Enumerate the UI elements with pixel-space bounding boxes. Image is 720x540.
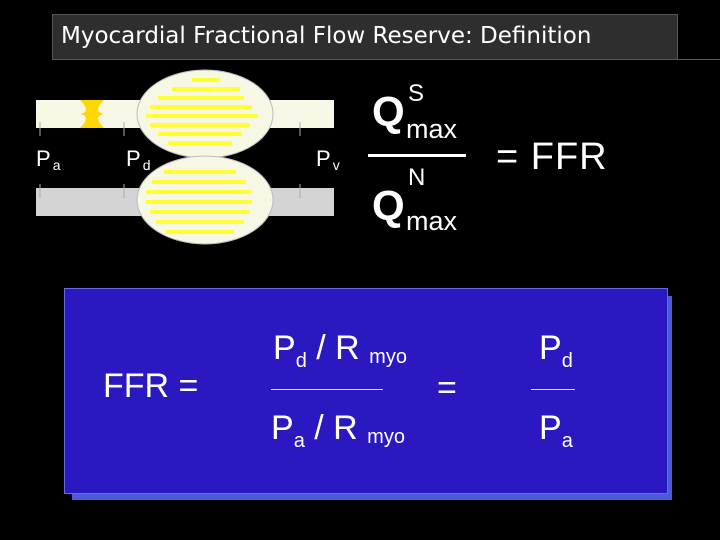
stenosis-lower [80, 114, 104, 128]
pa-label: Pa [36, 146, 60, 173]
pd-label: Pd [126, 146, 150, 173]
q-stenotic: Q [372, 88, 405, 135]
num-p: P [273, 329, 296, 367]
pa-main: P [36, 146, 53, 171]
q-normal: Q [372, 182, 405, 229]
right-fraction-line [531, 389, 575, 390]
normal-myocardium-lines [146, 170, 252, 234]
right-num-sub: d [561, 350, 573, 372]
pv-label: Pv [316, 146, 340, 173]
den-rest: / R [304, 409, 368, 447]
pv-sub: v [332, 157, 340, 173]
q-stenotic-superscript: S [408, 80, 425, 107]
q-fraction-line [368, 154, 466, 157]
stenosis [80, 100, 104, 114]
q-normal-subscript: max [406, 206, 458, 236]
right-den-p: P [539, 409, 562, 447]
num-p-sub: d [295, 350, 307, 372]
right-num-p: P [539, 329, 562, 367]
q-stenotic-subscript: max [406, 114, 458, 144]
num-rest: / R [306, 329, 370, 367]
right-den-sub: a [561, 430, 573, 452]
title-rule [678, 59, 720, 60]
title-box: Myocardial Fractional Flow Reserve: Defi… [52, 14, 678, 60]
den-myo: myo [367, 426, 405, 448]
ffr-label: FFR = [103, 367, 199, 405]
coronary-diagram: Pa Pd Pv Q S max Q N max = FFR [0, 60, 720, 300]
formula-equals: = [437, 369, 457, 407]
vessel-illustration [36, 69, 334, 245]
equals-ffr: = FFR [496, 136, 608, 178]
stenotic-myocardium-lines [146, 78, 258, 145]
slide-title: Myocardial Fractional Flow Reserve: Defi… [61, 23, 592, 49]
right-numerator: Pd [539, 329, 573, 373]
num-myo: myo [369, 346, 407, 368]
pd-main: P [126, 146, 143, 171]
formula-numerator: Pd / R myo [273, 329, 407, 373]
pv-main: P [316, 146, 333, 171]
formula-denominator: Pa / R myo [271, 409, 405, 453]
pd-sub: d [142, 157, 151, 173]
formula-panel: FFR = Pd / R myo Pa / R myo = Pd Pa [64, 288, 668, 494]
right-denominator: Pa [539, 409, 573, 453]
den-p: P [271, 409, 294, 447]
formula-fraction-line [271, 389, 383, 390]
pa-sub: a [52, 157, 61, 173]
den-p-sub: a [293, 430, 305, 452]
q-normal-superscript: N [408, 164, 426, 191]
pressure-ticks [39, 122, 301, 198]
